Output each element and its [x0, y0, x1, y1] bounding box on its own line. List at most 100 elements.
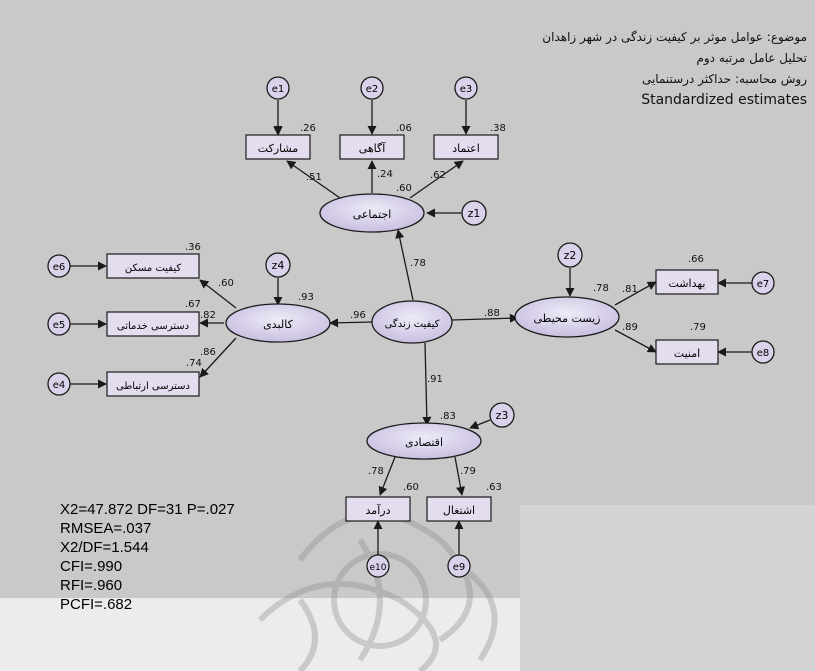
fit-rmsea: RMSEA=.037 [60, 520, 152, 537]
error-e5: e5 [47, 312, 71, 336]
box-comm-access: دسترسی ارتباطی [106, 371, 200, 397]
label-income: درآمد [366, 503, 391, 517]
est-r2-participation: .26 [300, 123, 316, 134]
path-env-health [614, 281, 657, 306]
header-topic: موضوع: عوامل موثر بر کیفیت زندگی در شهر … [542, 30, 807, 44]
path-econ-employment [454, 456, 465, 496]
label-social: اجتماعی [353, 208, 392, 221]
svg-text:e1: e1 [272, 84, 285, 95]
error-z4: z4 [265, 252, 291, 278]
latent-social: اجتماعی [319, 193, 425, 233]
svg-text:e7: e7 [757, 279, 770, 290]
path-central-env [451, 313, 519, 323]
latent-economic: اقتصادی [366, 422, 482, 460]
est-r2-env: .78 [593, 283, 609, 294]
est-path-physical: .96 [350, 310, 366, 321]
error-z3: z3 [489, 402, 515, 428]
box-income: درآمد [345, 496, 411, 522]
box-health: بهداشت [655, 269, 719, 295]
fit-chi-square: X2=47.872 DF=31 P=.027 [60, 501, 235, 518]
est-load-participation: .51 [306, 172, 322, 183]
label-economic: اقتصادی [405, 436, 443, 449]
est-load-service: .82 [200, 310, 216, 321]
box-housing: کیفیت مسکن [106, 253, 200, 279]
est-r2-employment: .63 [486, 482, 502, 493]
est-load-awareness: .24 [377, 169, 393, 180]
est-r2-security: .79 [690, 322, 706, 333]
label-health: بهداشت [669, 277, 706, 290]
label-employment: اشتغال [443, 504, 475, 517]
label-participation: مشارکت [258, 142, 299, 155]
header-estimates: Standardized estimates [641, 92, 807, 108]
box-awareness: آگاهی [339, 134, 405, 160]
svg-text:e9: e9 [453, 562, 466, 573]
fit-statistics: X2=47.872 DF=31 P=.027 RMSEA=.037 X2/DF=… [60, 500, 235, 614]
svg-text:e3: e3 [460, 84, 473, 95]
path-physical-housing [199, 279, 237, 309]
fit-chi-df-ratio: X2/DF=1.544 [60, 539, 149, 556]
path-econ-income [378, 456, 396, 496]
label-security: امنیت [674, 347, 700, 360]
lower-right-panel [520, 505, 815, 671]
error-e3: e3 [454, 76, 478, 100]
svg-text:z4: z4 [272, 259, 285, 272]
label-environmental: زیست محیطی [534, 312, 601, 325]
svg-text:e2: e2 [366, 84, 379, 95]
est-r2-housing: .36 [185, 242, 201, 253]
est-path-env: .88 [484, 308, 500, 319]
est-load-trust: .62 [430, 170, 446, 181]
label-awareness: آگاهی [359, 141, 387, 155]
error-e7: e7 [751, 271, 775, 295]
box-employment: اشتغال [426, 496, 492, 522]
est-r2-health: .66 [688, 254, 704, 265]
box-participation: مشارکت [245, 134, 311, 160]
est-load-comm: .86 [200, 347, 216, 358]
fit-rfi: RFI=.960 [60, 577, 123, 594]
est-r2-comm: .74 [186, 358, 202, 369]
label-comm-access: دسترسی ارتباطی [116, 381, 190, 392]
box-security: امنیت [655, 339, 719, 365]
svg-text:e8: e8 [757, 348, 770, 359]
svg-text:z2: z2 [564, 249, 577, 262]
error-e8: e8 [751, 340, 775, 364]
latent-central: کیفیت زندگی [371, 300, 453, 344]
path-env-security [614, 329, 657, 353]
est-path-social: .78 [410, 258, 426, 269]
est-load-security: .89 [622, 322, 638, 333]
est-load-employment: .79 [460, 466, 476, 477]
est-load-housing: .60 [218, 278, 234, 289]
path-central-physical [329, 318, 373, 328]
path-central-social [395, 229, 414, 301]
svg-text:z3: z3 [496, 409, 509, 422]
svg-text:e10: e10 [370, 563, 387, 573]
error-e10: e10 [366, 554, 390, 578]
error-e6: e6 [47, 254, 71, 278]
latent-environmental: زیست محیطی [514, 296, 620, 338]
path-physical-comm [199, 337, 237, 378]
est-r2-trust: .38 [490, 123, 506, 134]
svg-text:e4: e4 [53, 380, 66, 391]
est-path-econ: .91 [427, 374, 443, 385]
est-r2-econ: .83 [440, 411, 456, 422]
error-e9: e9 [447, 554, 471, 578]
error-e4: e4 [47, 372, 71, 396]
latent-physical: کالبدی [225, 303, 331, 343]
header-method: روش محاسبه: حداکثر درستنمایی [641, 72, 807, 86]
est-r2-social: .60 [396, 183, 412, 194]
label-service-access: دسترسی خدماتی [117, 321, 189, 332]
box-trust: اعتماد [433, 134, 499, 160]
est-r2-income: .60 [403, 482, 419, 493]
error-z2: z2 [557, 242, 583, 268]
error-z1: z1 [461, 200, 487, 226]
est-load-health: .81 [622, 284, 638, 295]
est-r2-service: .67 [185, 299, 201, 310]
path-social-participation [286, 160, 341, 199]
est-load-income: .78 [368, 466, 384, 477]
label-trust: اعتماد [452, 142, 480, 155]
svg-text:z1: z1 [468, 207, 481, 220]
path-central-econ [422, 342, 432, 426]
error-e1: e1 [266, 76, 290, 100]
fit-pcfi: PCFI=.682 [60, 596, 133, 613]
svg-text:e5: e5 [53, 320, 66, 331]
error-e2: e2 [360, 76, 384, 100]
